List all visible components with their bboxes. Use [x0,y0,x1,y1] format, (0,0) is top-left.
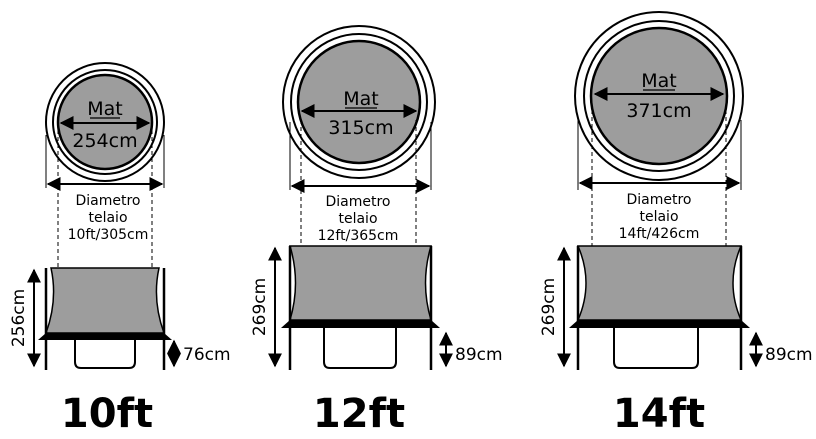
enclosure-net [576,245,743,321]
frame-height-label: 89cm [455,345,503,365]
base-frame [74,340,136,369]
total-height-label: 256cm [9,289,29,347]
jumping-mat-edge [281,320,440,328]
mat-circle [589,26,729,166]
side-view-14ft: 269cm 89cm [539,245,813,370]
model-12ft: Mat 315cm Diametro telaio 12ft/365cm 269… [250,25,503,437]
size-label: 10ft [61,391,153,437]
frame-label-line3: 14ft/426cm [619,226,700,242]
base-frame [613,328,699,369]
total-height-label: 269cm [539,278,559,336]
frame-label-line1: Diametro [75,193,140,209]
top-view-14ft: Mat 371cm Diametro telaio 14ft/426cm [574,11,744,242]
size-label: 14ft [613,391,705,437]
frame-label-line1: Diametro [325,194,390,210]
frame-label-line3: 10ft/305cm [68,227,149,243]
frame-height-label: 89cm [765,345,813,365]
frame-label-line2: telaio [88,210,127,226]
top-view-12ft: Mat 315cm Diametro telaio 12ft/365cm [282,25,436,244]
model-14ft: Mat 371cm Diametro telaio 14ft/426cm 269… [539,11,813,437]
base-frame [323,328,397,369]
size-label: 12ft [313,391,405,437]
frame-label-line2: telaio [639,209,678,225]
mat-title: Mat [87,98,123,120]
frame-height-label: 76cm [183,345,231,365]
mat-size: 254cm [72,130,137,152]
frame-label-line2: telaio [338,211,377,227]
total-height-label: 269cm [250,278,270,336]
mat-size: 371cm [626,100,691,122]
frame-label-line3: 12ft/365cm [318,228,399,244]
side-view-10ft: 256cm 76cm [9,267,231,370]
enclosure-net [44,267,166,334]
frame-label-line1: Diametro [626,192,691,208]
top-view-10ft: Mat 254cm Diametro telaio 10ft/305cm [45,62,165,243]
jumping-mat-edge [38,333,172,340]
mat-title: Mat [343,88,379,110]
enclosure-net [288,245,433,321]
jumping-mat-edge [569,320,750,328]
side-view-12ft: 269cm 89cm [250,245,503,370]
mat-title: Mat [641,70,677,92]
mat-size: 315cm [328,117,393,139]
mat-circle [296,39,422,165]
model-10ft: Mat 254cm Diametro telaio 10ft/305cm 256… [9,62,231,437]
